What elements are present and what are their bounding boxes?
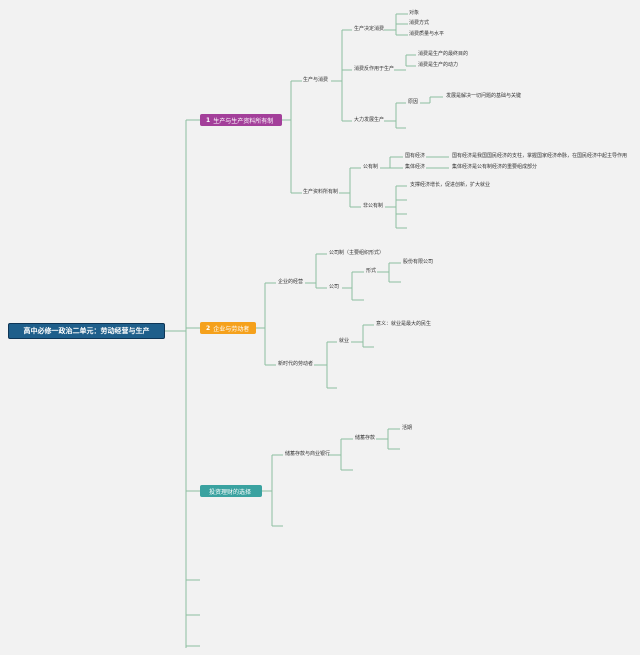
node-ownership[interactable]: 生产资料所有制 — [303, 189, 339, 195]
branch-number: 1 — [206, 116, 211, 124]
node-company-system[interactable]: 公司制（主要组织形式） — [329, 250, 385, 256]
node-reason[interactable]: 原因 — [408, 99, 419, 105]
node-reason-text[interactable]: 发展是解决一切问题的基础与关键 — [446, 93, 522, 99]
node-public[interactable]: 公有制 — [363, 164, 379, 170]
node-object[interactable]: 对象 — [409, 10, 420, 16]
branch-label: 企业与劳动者 — [213, 325, 250, 333]
node-company[interactable]: 公司 — [329, 284, 340, 290]
node-collective[interactable]: 集体经济 — [405, 164, 426, 170]
node-form[interactable]: 形式 — [366, 268, 377, 274]
node-quality-level[interactable]: 消费质量与水平 — [409, 31, 445, 37]
node-meaning[interactable]: 意义：就业是最大的民生 — [376, 321, 432, 327]
node-final-purpose[interactable]: 消费是生产的最终目的 — [418, 51, 469, 57]
node-new-era-workers[interactable]: 新时代的劳动者 — [278, 361, 314, 367]
node-production-consumption[interactable]: 生产与消费 — [303, 77, 329, 83]
node-employment[interactable]: 就业 — [339, 338, 350, 344]
node-non-public-text[interactable]: 支撑经济增长，促进创新，扩大就业 — [410, 182, 491, 188]
node-motive[interactable]: 消费是生产的动力 — [418, 62, 459, 68]
branch-number: 2 — [206, 324, 211, 332]
node-manner[interactable]: 消费方式 — [409, 20, 430, 26]
node-enterprise-ops[interactable]: 企业的经营 — [278, 279, 304, 285]
root-topic[interactable]: 高中必修一政治二单元：劳动经营与生产 — [8, 323, 165, 339]
node-interest[interactable]: 活期 — [402, 425, 413, 431]
node-collective-text[interactable]: 集体经济是公有制经济的重要组成部分 — [452, 164, 538, 170]
branch-investment[interactable]: 投资理财的选择 — [200, 485, 262, 497]
node-consumption-reacts[interactable]: 消费反作用于生产 — [354, 66, 395, 72]
node-joint-stock[interactable]: 股份有限公司 — [403, 259, 434, 265]
node-state-owned[interactable]: 国有经济 — [405, 153, 426, 159]
node-non-public[interactable]: 非公有制 — [363, 203, 384, 209]
node-savings-and-banks[interactable]: 储蓄存款与商业银行 — [285, 451, 331, 457]
node-state-owned-text[interactable]: 国有经济是我国国民经济的支柱，掌握国家经济命脉，在国民经济中起主导作用 — [452, 153, 628, 159]
node-savings[interactable]: 储蓄存款 — [355, 435, 376, 441]
node-production-decides[interactable]: 生产决定消费 — [354, 26, 385, 32]
branch-production[interactable]: 1 生产与生产资料所有制 — [200, 114, 282, 126]
branch-enterprise[interactable]: 2 企业与劳动者 — [200, 322, 256, 334]
node-develop-production[interactable]: 大力发展生产 — [354, 117, 385, 123]
branch-label: 投资理财的选择 — [209, 488, 252, 496]
branch-label: 生产与生产资料所有制 — [213, 117, 274, 125]
